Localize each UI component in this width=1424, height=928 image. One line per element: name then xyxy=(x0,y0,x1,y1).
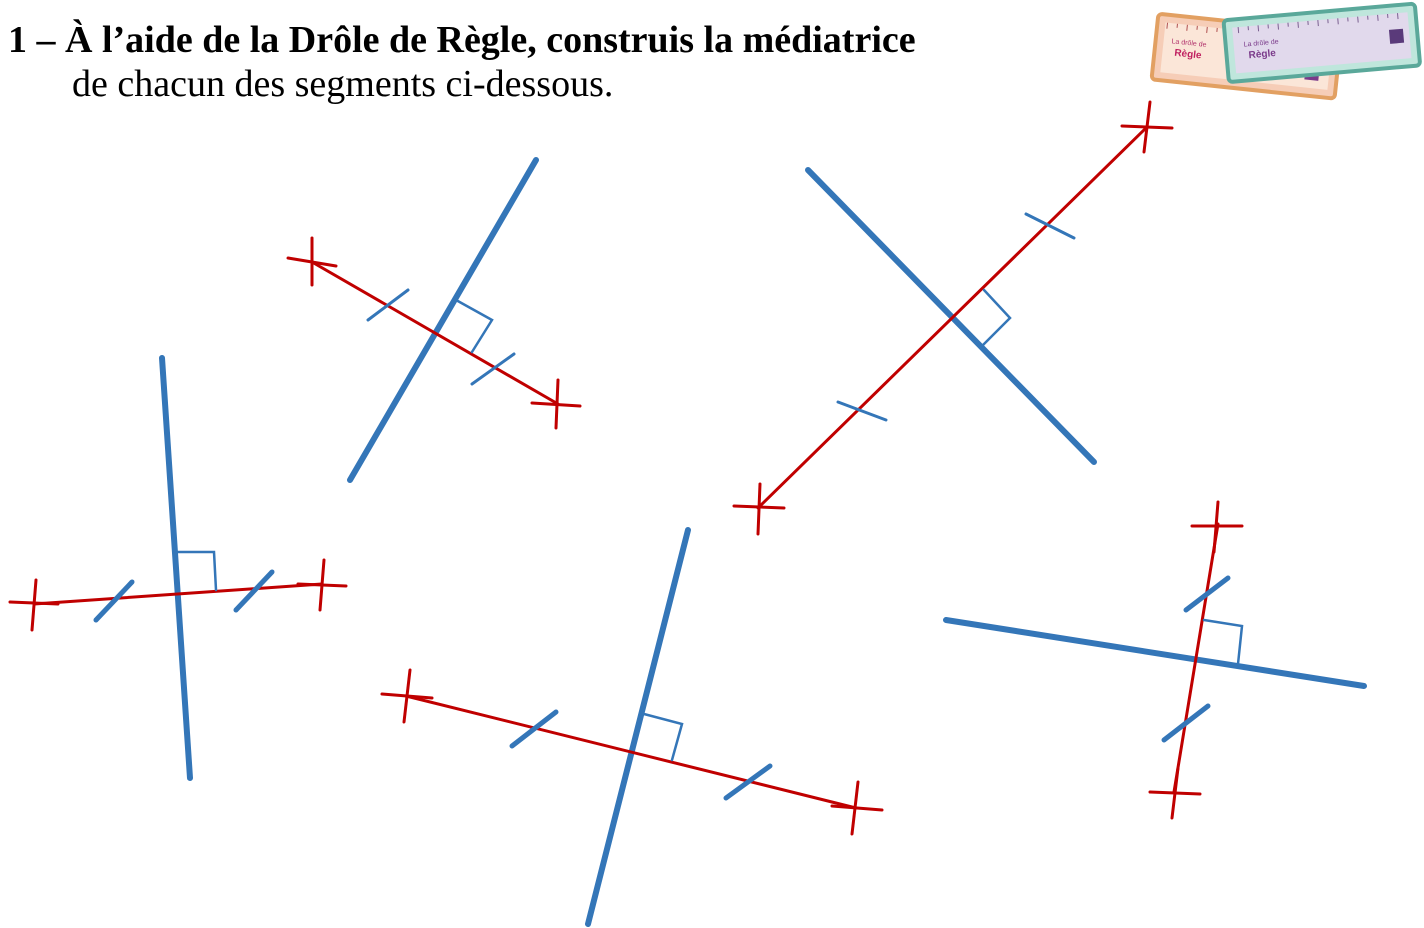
equal-mark-1b xyxy=(470,352,516,386)
bisector-line-2 xyxy=(805,167,1097,465)
equal-mark-5b xyxy=(1161,703,1211,743)
segment-2 xyxy=(756,126,1148,510)
equal-mark-2a xyxy=(1024,212,1076,240)
ruler-back-label-2: Règle xyxy=(1174,48,1203,62)
equal-mark-3a xyxy=(93,579,135,623)
figure-2 xyxy=(732,100,1174,536)
equal-mark-4a xyxy=(509,709,559,749)
exercise-instruction: 1 – À l’aide de la Drôle de Règle, const… xyxy=(8,18,1128,106)
right-angle-mark-2 xyxy=(980,288,1012,348)
right-angle-mark-1 xyxy=(454,298,494,354)
exercise-title: 1 – À l’aide de la Drôle de Règle, const… xyxy=(8,19,916,61)
segment-1 xyxy=(310,260,560,406)
bisector-line-4 xyxy=(585,527,691,927)
figure-5 xyxy=(943,500,1367,820)
bisector-line-5 xyxy=(943,617,1367,689)
ruler-back-label-1: La drôle de xyxy=(1171,38,1207,49)
bisector-line-3 xyxy=(159,355,193,781)
drole-de-regle-ruler-icon: La drôle de Règle La drôle de Règle xyxy=(1149,1,1422,101)
equal-mark-2b xyxy=(836,400,888,422)
equal-mark-3b xyxy=(233,569,275,613)
endpoint-cross-4b xyxy=(830,804,884,812)
right-angle-mark-3 xyxy=(174,550,218,592)
segment-3 xyxy=(32,582,324,606)
equal-mark-1a xyxy=(366,288,410,322)
right-angle-mark-4 xyxy=(642,712,684,762)
ruler-front-label-2: Règle xyxy=(1248,48,1277,61)
bisector-line-1 xyxy=(347,157,539,483)
right-angle-mark-5 xyxy=(1202,618,1244,666)
equal-mark-4b xyxy=(723,763,773,801)
figure-3 xyxy=(8,355,348,781)
segment-4 xyxy=(404,694,858,810)
figure-1 xyxy=(286,157,582,483)
equal-mark-5a xyxy=(1183,575,1231,613)
segment-5 xyxy=(1172,522,1220,794)
exercise-subtitle: de chacun des segments ci-dessous. xyxy=(72,63,614,105)
ruler-front-label-1: La drôle de xyxy=(1243,39,1279,49)
ruler-front: La drôle de Règle xyxy=(1221,1,1422,84)
figure-4 xyxy=(380,527,884,927)
